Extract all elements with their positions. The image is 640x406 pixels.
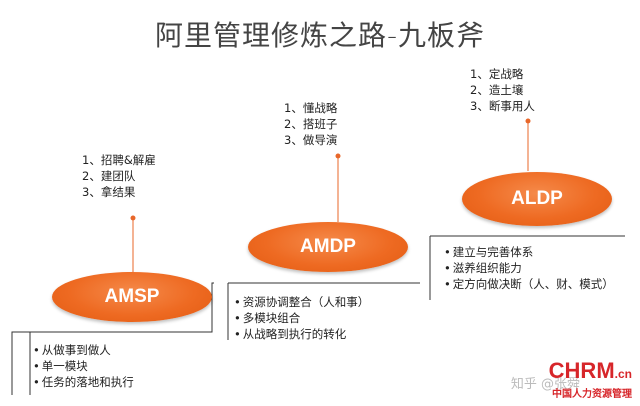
stage1-pin-dot bbox=[130, 215, 136, 221]
focus-item: 多模块组合 bbox=[234, 310, 369, 326]
step-item: 2、造土壤 bbox=[470, 83, 524, 97]
watermark-subtitle: 中国人力资源管理 bbox=[552, 389, 632, 400]
stage-amdp-steps: 1、懂战略 2、搭班子 3、做导演 bbox=[284, 100, 337, 148]
watermark-brand: CHRM bbox=[548, 358, 615, 383]
step-item: 2、建团队 bbox=[82, 169, 136, 183]
focus-item: 建立与完善体系 bbox=[444, 244, 630, 260]
stage-aldp-oval: ALDP bbox=[462, 172, 612, 226]
step-item: 1、招聘&解雇 bbox=[82, 153, 156, 167]
stage-aldp-steps: 1、定战略 2、造土壤 3、断事用人 bbox=[470, 66, 535, 114]
step-item: 3、断事用人 bbox=[470, 99, 535, 113]
focus-item: 任务的落地和执行 bbox=[33, 374, 134, 390]
focus-item: 单一模块 bbox=[33, 358, 134, 374]
step-item: 3、做导演 bbox=[284, 133, 338, 147]
focus-item: 资源协调整合（人和事） bbox=[234, 294, 370, 310]
stage-amsp-oval: AMSP bbox=[52, 272, 212, 322]
stage2-pin-dot bbox=[335, 153, 341, 159]
diagram-title: 阿里管理修炼之路-九板斧 bbox=[154, 19, 486, 52]
stage3-pin-dot bbox=[525, 118, 531, 124]
stage-amdp-focus: 资源协调整合（人和事） 多模块组合 从战略到执行的转化 bbox=[234, 294, 370, 342]
watermark-logo: CHRM.cn 中国人力资源管理 bbox=[548, 358, 632, 401]
stage-aldp-focus: 建立与完善体系 滋养组织能力 定方向做决断（人、财、模式） bbox=[444, 244, 630, 292]
step-item: 3、拿结果 bbox=[82, 185, 136, 199]
stage-amdp-oval: AMDP bbox=[248, 222, 408, 272]
watermark-domain: .cn bbox=[614, 367, 632, 381]
focus-item: 定方向做决断（人、财、模式） bbox=[444, 276, 630, 292]
focus-item: 从战略到执行的转化 bbox=[234, 326, 369, 342]
step-item: 2、搭班子 bbox=[284, 117, 338, 131]
staircase-line bbox=[11, 282, 214, 395]
focus-item: 从做事到做人 bbox=[33, 342, 134, 358]
step-item: 1、懂战略 bbox=[284, 101, 338, 115]
focus-item: 滋养组织能力 bbox=[444, 260, 630, 276]
step-item: 1、定战略 bbox=[470, 67, 524, 81]
stage-amsp-steps: 1、招聘&解雇 2、建团队 3、拿结果 bbox=[82, 152, 156, 200]
stage-amsp-focus: 从做事到做人 单一模块 任务的落地和执行 bbox=[33, 342, 134, 390]
watermark-ghost-text: 知乎 @张舜 bbox=[510, 377, 580, 392]
